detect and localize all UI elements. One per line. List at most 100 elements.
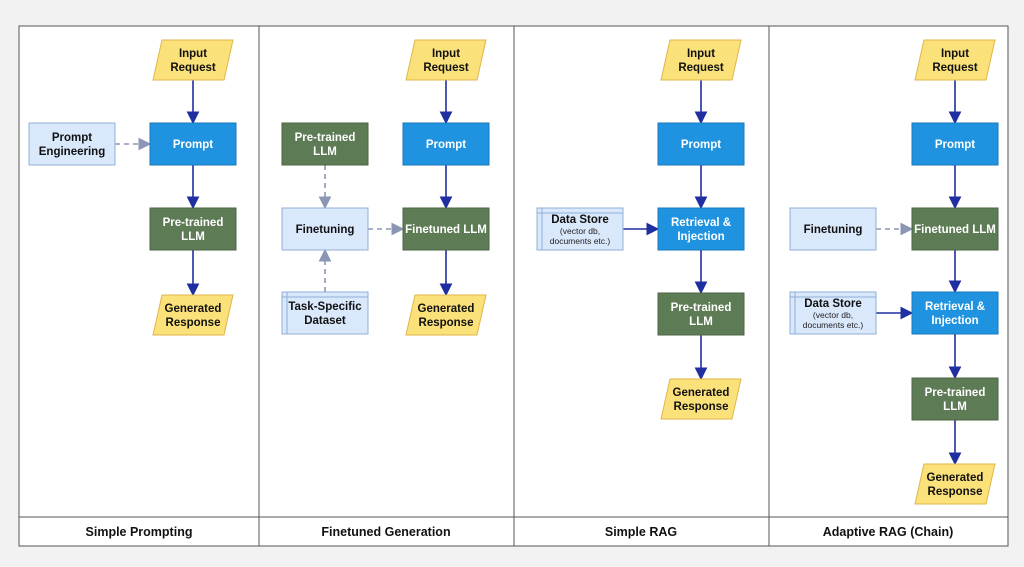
box-shape bbox=[657, 292, 745, 336]
parallelogram-shape bbox=[152, 39, 234, 81]
box-shape bbox=[911, 122, 999, 166]
node-retrieval-injection: Retrieval & Injection bbox=[911, 291, 999, 335]
node-retrieval-injection: Retrieval & Injection bbox=[657, 207, 745, 251]
node-finetuned-llm: Finetuned LLM bbox=[402, 207, 490, 251]
node-layer: InputRequestPromptEngineeringPromptPre-t… bbox=[28, 39, 999, 505]
node-label: LLM bbox=[943, 401, 967, 413]
box-shape bbox=[149, 207, 237, 251]
node-data-store: Data Store(vector db,documents etc.) bbox=[536, 207, 624, 251]
panel-title: Finetuned Generation bbox=[321, 525, 450, 539]
node-label: Data Store bbox=[551, 214, 609, 226]
node-label: Pre-trained bbox=[295, 132, 356, 144]
node-label: Request bbox=[423, 62, 469, 74]
panel-title: Simple RAG bbox=[605, 525, 677, 539]
node-label: Response bbox=[166, 317, 221, 329]
box-shape bbox=[911, 291, 999, 335]
panel-titles: Simple Prompting Finetuned Generation Simp… bbox=[86, 525, 954, 539]
node-label: Input bbox=[179, 48, 207, 60]
node-label: LLM bbox=[181, 231, 205, 243]
panel-title: Simple Prompting bbox=[86, 525, 193, 539]
box-shape bbox=[281, 207, 369, 251]
node-label: Prompt bbox=[173, 139, 213, 151]
node-label: Request bbox=[678, 62, 724, 74]
box-shape bbox=[911, 377, 999, 421]
node-data-store: Data Store(vector db,documents etc.) bbox=[789, 291, 877, 335]
node-label: Finetuning bbox=[296, 224, 355, 236]
box-shape bbox=[281, 122, 369, 166]
node-label: Retrieval & bbox=[671, 217, 731, 229]
node-label: Input bbox=[432, 48, 460, 60]
parallelogram-shape bbox=[914, 39, 996, 81]
box-shape bbox=[536, 207, 624, 251]
node-prompt: Prompt bbox=[149, 122, 237, 166]
node-finetuning: Finetuning bbox=[789, 207, 877, 251]
node-label: Response bbox=[674, 401, 729, 413]
node-finetuned-llm: Finetuned LLM bbox=[911, 207, 999, 251]
node-label: Dataset bbox=[304, 315, 346, 327]
node-label: Input bbox=[941, 48, 969, 60]
node-sublabel: documents etc.) bbox=[803, 320, 864, 330]
node-label: Generated bbox=[418, 303, 475, 315]
node-label: Prompt bbox=[935, 139, 975, 151]
box-shape bbox=[789, 207, 877, 251]
node-finetuning: Finetuning bbox=[281, 207, 369, 251]
node-label: LLM bbox=[689, 316, 713, 328]
node-sublabel: (vector db, bbox=[560, 226, 600, 236]
node-prompt: Prompt bbox=[911, 122, 999, 166]
parallelogram-shape bbox=[660, 39, 742, 81]
node-label: Finetuned LLM bbox=[405, 224, 487, 236]
node-label: Retrieval & bbox=[925, 301, 985, 313]
node-sublabel: documents etc.) bbox=[550, 236, 611, 246]
connector-layer bbox=[115, 80, 962, 466]
box-shape bbox=[402, 207, 490, 251]
node-label: Response bbox=[419, 317, 474, 329]
node-label: Prompt bbox=[52, 132, 92, 144]
box-shape bbox=[149, 122, 237, 166]
parallelogram-shape bbox=[152, 294, 234, 336]
parallelogram-shape bbox=[405, 39, 487, 81]
node-label: Data Store bbox=[804, 298, 862, 310]
box-shape bbox=[789, 291, 877, 335]
node-prompt: Prompt bbox=[657, 122, 745, 166]
node-label: Injection bbox=[677, 231, 724, 243]
node-label: Engineering bbox=[39, 146, 105, 158]
node-label: Prompt bbox=[681, 139, 721, 151]
node-label: Input bbox=[687, 48, 715, 60]
box-shape bbox=[281, 291, 369, 335]
node-label: Request bbox=[932, 62, 978, 74]
node-label: Request bbox=[170, 62, 216, 74]
node-label: Task-Specific bbox=[288, 301, 362, 313]
parallelogram-shape bbox=[405, 294, 487, 336]
box-shape bbox=[28, 122, 116, 166]
node-sublabel: (vector db, bbox=[813, 310, 853, 320]
node-label: Pre-trained bbox=[925, 387, 986, 399]
box-shape bbox=[657, 207, 745, 251]
node-label: Generated bbox=[673, 387, 730, 399]
box-shape bbox=[402, 122, 490, 166]
node-prompt: Prompt bbox=[402, 122, 490, 166]
node-label: Generated bbox=[927, 472, 984, 484]
parallelogram-shape bbox=[660, 378, 742, 420]
node-label: Generated bbox=[165, 303, 222, 315]
node-label: Pre-trained bbox=[671, 302, 732, 314]
node-label: Injection bbox=[931, 315, 978, 327]
box-shape bbox=[911, 207, 999, 251]
node-label: Pre-trained bbox=[163, 217, 224, 229]
node-label: Finetuning bbox=[804, 224, 863, 236]
panel-title: Adaptive RAG (Chain) bbox=[823, 525, 954, 539]
node-label: Response bbox=[928, 486, 983, 498]
